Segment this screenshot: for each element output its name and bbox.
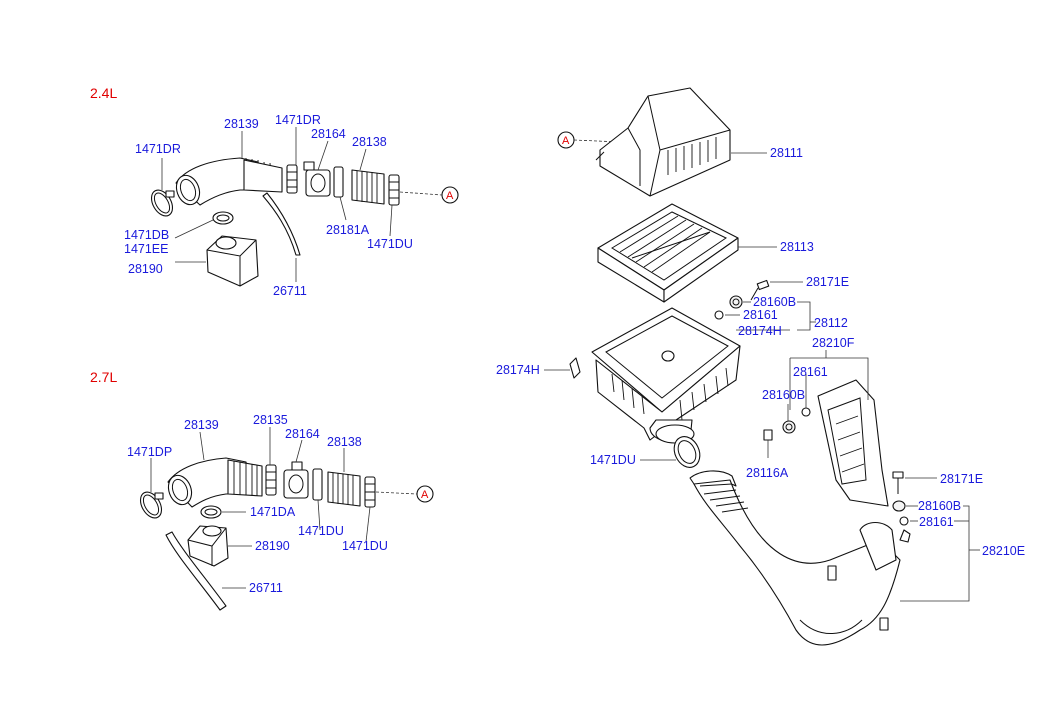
label-28138-2-7l: 28138 [327,435,362,449]
label-28164: 28164 [311,127,346,141]
label-28174h-b: 28174H [496,363,540,377]
intake-hose-28139-2-4l [175,157,283,206]
resonator-28190-2-4l [206,235,259,287]
variant-label-2-4l: 2.4L [90,85,117,101]
label-28139: 28139 [224,117,259,131]
label-1471db: 1471DB [124,228,169,242]
assembly-2-7l: A 1471DP 28139 28135 28164 28138 1471DA … [127,413,434,611]
label-28181a: 28181A [326,223,370,237]
label-28138: 28138 [352,135,387,149]
label-28210e: 28210E [982,544,1025,558]
label-28190: 28190 [128,262,163,276]
label-1471da: 1471DA [250,505,296,519]
label-28160b-b: 28160B [762,388,805,402]
label-28111: 28111 [770,146,803,160]
lower-case-28112 [591,307,741,444]
inlet-28210f [817,379,889,507]
label-28161-c: 28161 [919,515,954,529]
cover-28111 [595,87,731,197]
label-1471du-right: 1471DU [590,453,636,467]
label-1471du-a: 1471DU [298,524,344,538]
filter-28113 [597,203,739,303]
label-28135: 28135 [253,413,288,427]
label-1471du: 1471DU [367,237,413,251]
label-28210f: 28210F [812,336,855,350]
sensor-28164-2-4l [303,161,331,197]
label-28161-a: 28161 [743,308,778,322]
reference-a-2-7l: A [421,489,429,501]
label-1471dp: 1471DP [127,445,172,459]
label-28160b-a: 28160B [753,295,796,309]
label-28161-b: 28161 [793,365,828,379]
label-28171e-b: 28171E [940,472,983,486]
label-26711-2-7l: 26711 [249,581,283,595]
label-28113: 28113 [780,240,814,254]
variant-label-2-7l: 2.7L [90,369,117,385]
label-28171e-a: 28171E [806,275,849,289]
label-1471dr-b: 1471DR [275,113,321,127]
label-28116a: 28116A [746,466,789,480]
label-1471dr-a: 1471DR [135,142,181,156]
reference-a-right: A [562,135,570,147]
hose-28138-2-4l [351,169,385,205]
label-28112: 28112 [814,316,848,330]
duct-28210e [689,470,911,646]
label-28174h-a: 28174H [738,324,782,338]
assembly-2-4l: A 1471DR 28139 1471DR 28164 28138 1471DB… [124,113,459,298]
label-1471ee: 1471EE [124,242,168,256]
label-28164-2-7l: 28164 [285,427,320,441]
label-28139-2-7l: 28139 [184,418,219,432]
air-cleaner-assembly: A [496,87,1025,646]
label-28190-2-7l: 28190 [255,539,290,553]
label-28160b-c: 28160B [918,499,961,513]
label-26711: 26711 [273,284,307,298]
clamp-1471dr-2-4l [150,189,175,217]
clamp-1471du-right [673,436,701,468]
reference-a-2-4l: A [446,190,454,202]
bolt-28171e-a [750,279,803,301]
label-1471du-b: 1471DU [342,539,388,553]
